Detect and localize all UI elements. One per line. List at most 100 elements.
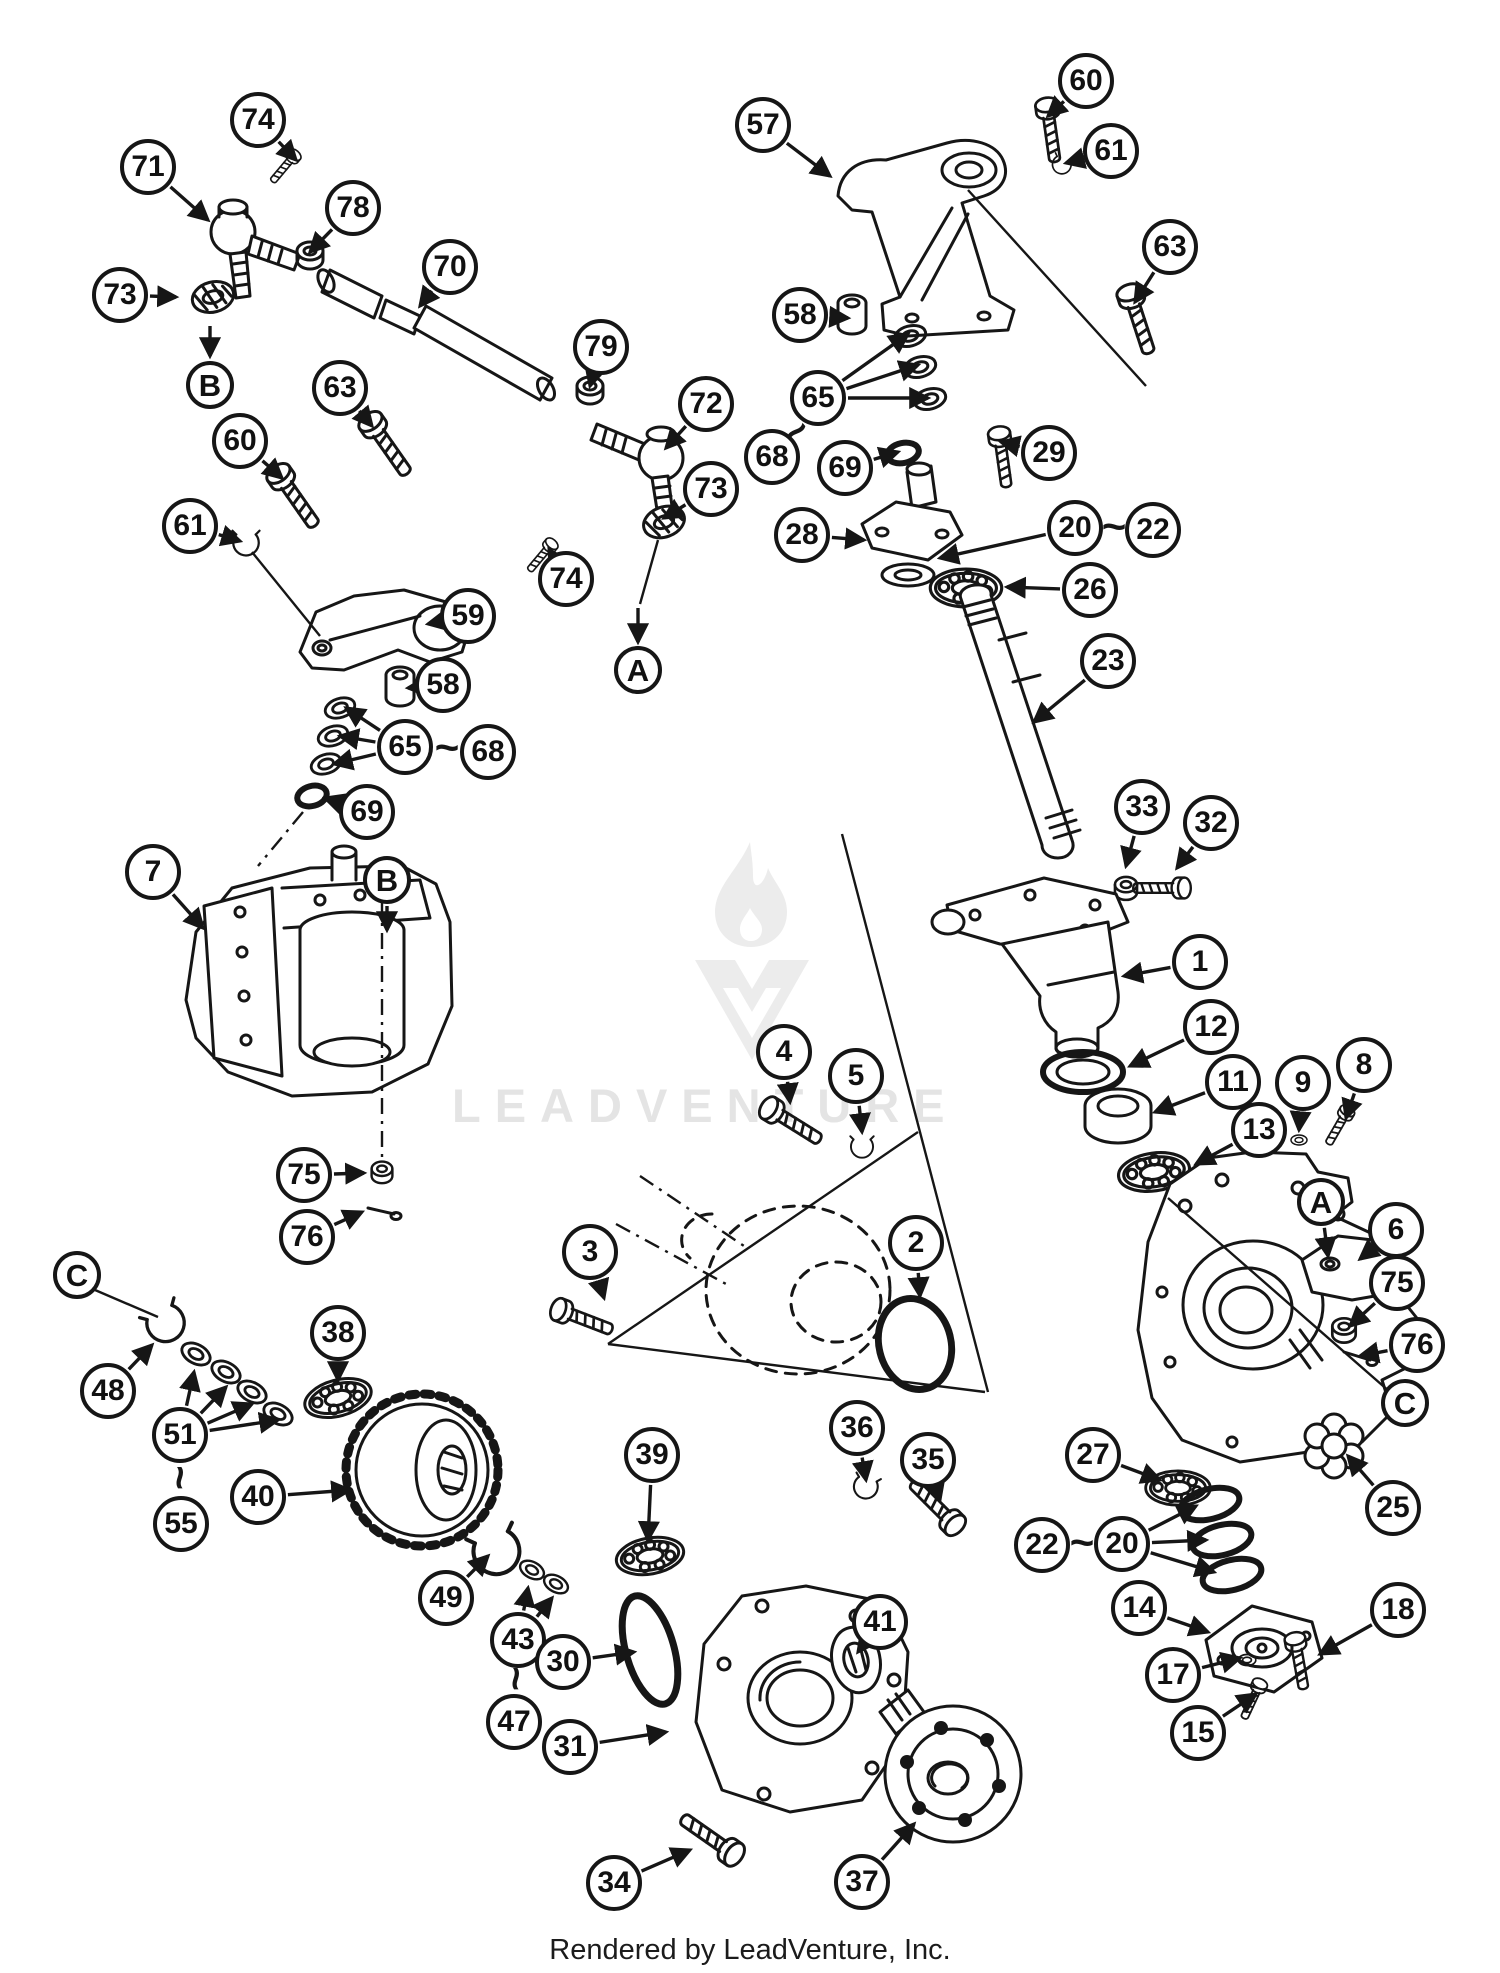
tilde-connector-0: ~ [1101, 502, 1127, 550]
callout-61-8: 61 [162, 498, 218, 554]
callout-34-69: 34 [586, 1855, 642, 1911]
callout-65-28: 65 [790, 370, 846, 426]
part-kingpin-shaft-23 [958, 583, 1082, 860]
part-bolt-3 [546, 1294, 618, 1343]
callout-5-76: 5 [828, 1048, 884, 1104]
callout-60-7: 60 [212, 413, 268, 469]
callout-20-33: 20 [1047, 500, 1103, 556]
part-seal-44 [539, 1569, 573, 1599]
part-bolt-29 [985, 423, 1019, 490]
part-bushing-58b [836, 293, 868, 336]
callout-8-44: 8 [1336, 1037, 1392, 1093]
callout-39-72: 39 [624, 1427, 680, 1483]
part-clamp-73 [190, 280, 236, 314]
leadventure-watermark-logo [695, 842, 809, 1060]
part-bolt-60b [1033, 94, 1068, 165]
callout-70-5: 70 [422, 239, 478, 295]
callout-17-56: 17 [1145, 1647, 1201, 1703]
callout-11-41: 11 [1205, 1054, 1261, 1110]
callout-35-74: 35 [900, 1432, 956, 1488]
callout-b-16: B [363, 856, 411, 904]
part-o-ring-30 [618, 1592, 682, 1708]
callout-37-70: 37 [834, 1854, 890, 1910]
callout-arrows-layer [127, 95, 1388, 1873]
callout-c-49: C [1381, 1379, 1429, 1427]
callout-18-55: 18 [1370, 1582, 1426, 1638]
callout-6-46: 6 [1368, 1202, 1424, 1258]
callout-49-64: 49 [418, 1570, 474, 1626]
callout-29-31: 29 [1021, 425, 1077, 481]
callout-75-17: 75 [276, 1147, 332, 1203]
footer-credit: Rendered by LeadVenture, Inc. [549, 1934, 951, 1966]
part-ring-gear-40 [341, 1389, 503, 1551]
callout-73-3: 73 [92, 267, 148, 323]
part-nut-78 [295, 240, 325, 271]
callout-12-40: 12 [1183, 999, 1239, 1055]
callout-78-2: 78 [325, 180, 381, 236]
callout-72-20: 72 [678, 376, 734, 432]
callout-27-51: 27 [1065, 1427, 1121, 1483]
part-washer-65 [321, 692, 359, 724]
callout-73-21: 73 [683, 461, 739, 517]
callout-28-32: 28 [774, 507, 830, 563]
tilde-connector-3: ~ [157, 1465, 204, 1490]
part-tie-rod-end-72 [589, 422, 685, 518]
part-snap-ring-c [137, 1296, 194, 1351]
part-washer-5 [849, 1135, 875, 1159]
part-steering-gearbox-7 [184, 844, 454, 1098]
callout-23-36: 23 [1080, 633, 1136, 689]
callout-75-47: 75 [1369, 1255, 1425, 1311]
callout-41-71: 41 [852, 1594, 908, 1650]
callout-69-30: 69 [817, 440, 873, 496]
part-nut-9 [1290, 1134, 1308, 1146]
tilde-connector-1: ~ [434, 723, 460, 771]
part-bolt-8 [1320, 1101, 1358, 1149]
part-tie-rod-end-71 [209, 198, 302, 300]
leader-lines-layer [94, 189, 1391, 1394]
part-star-knob-25 [1303, 1412, 1365, 1480]
part-grease-fitting-74 [265, 145, 304, 188]
callout-55-62: 55 [153, 1496, 209, 1552]
callout-79-19: 79 [573, 319, 629, 375]
callout-20-53: 20 [1094, 1516, 1150, 1572]
part-nut-75 [370, 1160, 394, 1185]
callout-59-10: 59 [440, 588, 496, 644]
part-steering-arm-1 [930, 876, 1130, 1059]
callout-b-4: B [186, 361, 234, 409]
part-oil-seal-12 [1040, 1049, 1126, 1095]
callout-14-54: 14 [1111, 1580, 1167, 1636]
part-knuckle-bracket-57 [836, 138, 1016, 338]
callout-26-35: 26 [1062, 562, 1118, 618]
callout-30-67: 30 [535, 1634, 591, 1690]
tilde-connector-5: ~ [1069, 1518, 1095, 1566]
callout-65-12: 65 [377, 719, 433, 775]
callout-7-15: 7 [125, 844, 181, 900]
callout-76-18: 76 [279, 1209, 335, 1265]
callout-2-78: 2 [888, 1215, 944, 1271]
part-bolt-63b [1113, 279, 1164, 359]
callout-3-77: 3 [562, 1224, 618, 1280]
part-ghost-housing [680, 1204, 892, 1376]
callout-22-34: 22 [1125, 502, 1181, 558]
callout-68-29: 68 [744, 429, 800, 485]
callout-13-43: 13 [1231, 1102, 1287, 1158]
callout-60-24: 60 [1058, 53, 1114, 109]
callout-57-23: 57 [735, 97, 791, 153]
callout-4-75: 4 [756, 1024, 812, 1080]
part-cotter-pin-76 [366, 1206, 403, 1221]
callout-58-11: 58 [415, 657, 471, 713]
part-o-ring-2 [874, 1295, 956, 1393]
part-tie-rod-tube-70 [316, 268, 557, 402]
tilde-connector-4: ~ [493, 1666, 540, 1691]
part-kingpin-plate-28 [860, 461, 964, 588]
part-washer-61b [1048, 152, 1075, 178]
callout-a-45: A [1297, 1178, 1345, 1226]
callout-1-39: 1 [1172, 934, 1228, 990]
callout-33-37: 33 [1114, 779, 1170, 835]
callout-63-26: 63 [1142, 219, 1198, 275]
part-bolt-32 [1131, 876, 1193, 900]
part-bolt-4 [754, 1092, 829, 1153]
callout-31-68: 31 [542, 1719, 598, 1775]
